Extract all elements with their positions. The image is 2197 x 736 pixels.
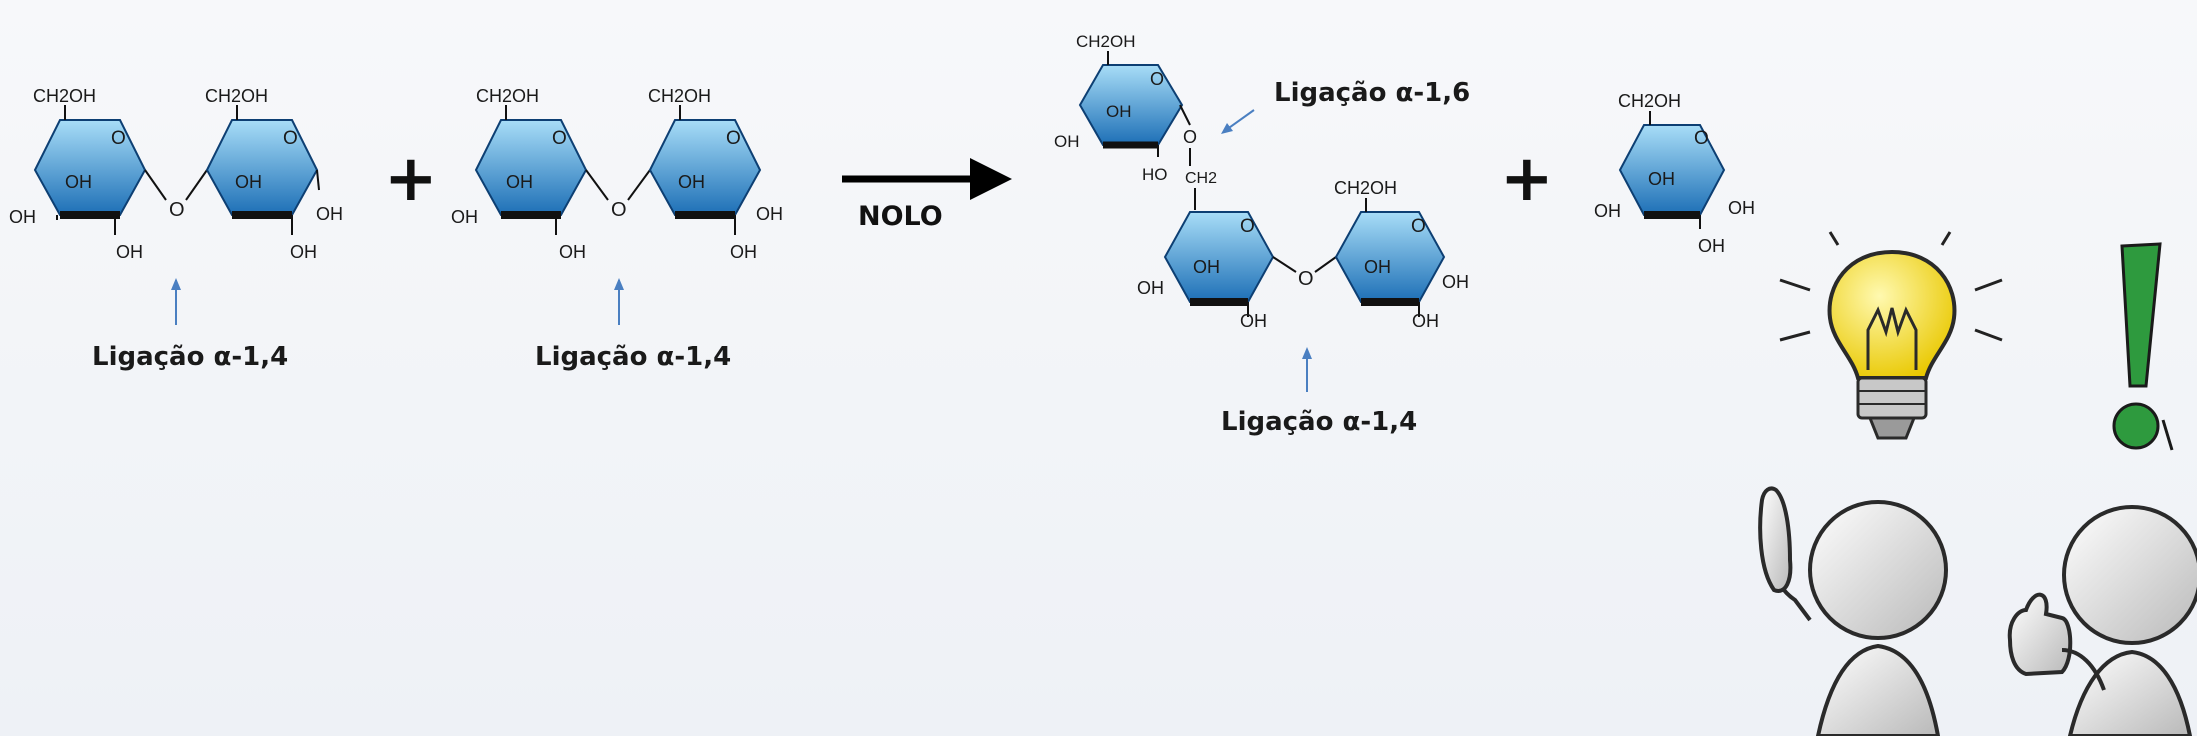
ch2oh-label: CH2OH — [205, 86, 268, 106]
oh-bottom-label: OH — [730, 242, 757, 262]
glycosidic-oxygen-label: O — [611, 199, 627, 221]
reaction-arrow: NOLO — [842, 158, 1012, 232]
ho-bottom-label: HO — [1142, 165, 1168, 184]
oh-right-label: OH — [316, 204, 343, 224]
ch2-label: CH2 — [1185, 170, 1217, 187]
reactant-disaccharide-left: CH2OH O OH OH OH O CH2OH O OH OH OH Liga… — [9, 86, 343, 372]
oh-inner-label: OH — [1648, 169, 1675, 189]
oh-bottom-label: OH — [1412, 311, 1439, 331]
lightbulb-icon — [1779, 231, 2003, 440]
glucose-ring: CH2OH O OH OH HO — [1054, 32, 1191, 184]
oh-bottom-label: OH — [1698, 236, 1725, 256]
oh-inner-label: OH — [506, 172, 533, 192]
bond-label-alpha-1-4: Ligação α-1,4 — [1221, 407, 1417, 437]
oh-left-label: OH — [1137, 278, 1164, 298]
ring-oxygen-label: O — [1694, 128, 1709, 149]
oh-bottom-label: OH — [290, 242, 317, 262]
glucose-ring: CH2OH O OH OH OH — [9, 86, 147, 262]
oh-inner-label: OH — [235, 172, 262, 192]
oh-inner-label: OH — [1106, 102, 1132, 121]
ch2oh-label: CH2OH — [1618, 91, 1681, 111]
oh-bottom-label: OH — [116, 242, 143, 262]
glycosidic-oxygen-label: O — [1298, 268, 1314, 290]
glycosidic-oxygen-label: O — [169, 199, 185, 221]
ch2oh-label: CH2OH — [476, 86, 539, 106]
ring-oxygen-label: O — [1240, 216, 1255, 237]
exclamation-icon — [2112, 242, 2174, 451]
oh-inner-label: OH — [65, 172, 92, 192]
bond-label-alpha-1-4: Ligação α-1,4 — [535, 342, 731, 372]
bond-label-alpha-1-4: Ligação α-1,4 — [92, 342, 288, 372]
oh-right-label: OH — [756, 204, 783, 224]
ring-oxygen-label: O — [726, 128, 741, 149]
ch2oh-label: CH2OH — [1334, 178, 1397, 198]
bond-pointer-arrow — [1225, 109, 1255, 131]
ring-oxygen-label: O — [111, 128, 126, 149]
ch2oh-label: CH2OH — [648, 86, 711, 106]
oh-inner-label: OH — [678, 172, 705, 192]
glucose-monomer: CH2OH O OH OH OH OH — [1594, 91, 1755, 256]
oh-bottom-label: OH — [559, 242, 586, 262]
oh-inner-label: OH — [1364, 257, 1391, 277]
glucose-ring: CH2OH O OH OH OH — [205, 86, 343, 262]
glucose-ring: O OH OH OH — [1137, 211, 1275, 331]
oh-left-label: OH — [1054, 132, 1080, 151]
oh-right-label: OH — [1728, 198, 1755, 218]
glucose-ring: CH2OH O OH OH OH — [648, 86, 783, 262]
bond-label-alpha-1-6: Ligação α-1,6 — [1274, 78, 1470, 108]
ring-oxygen-label: O — [1150, 69, 1164, 89]
glucose-ring: CH2OH O OH OH OH — [451, 86, 588, 262]
branched-product: CH2OH O OH OH HO O CH2 O OH OH OH O — [1054, 32, 1470, 437]
oh-left-label: OH — [451, 207, 478, 227]
ring-oxygen-label: O — [1411, 216, 1426, 237]
cartoon-figure-left — [1758, 486, 1948, 736]
alpha-1-6-oxygen-label: O — [1183, 127, 1197, 147]
oh-right-label: OH — [1442, 272, 1469, 292]
enzyme-label: NOLO — [858, 201, 943, 232]
cartoon-figure-right — [2007, 505, 2197, 736]
ring-oxygen-label: O — [283, 128, 298, 149]
oh-inner-label: OH — [1193, 257, 1220, 277]
oh-bottom-label: OH — [1240, 311, 1267, 331]
ch2oh-label: CH2OH — [33, 86, 96, 106]
reactant-disaccharide-right: CH2OH O OH OH OH O CH2OH O OH OH OH Liga… — [451, 86, 783, 372]
ring-oxygen-label: O — [552, 128, 567, 149]
plus-sign: + — [384, 142, 438, 216]
glucose-ring: CH2OH O OH OH OH — [1334, 178, 1469, 331]
oh-left-label: OH — [9, 207, 36, 227]
ch2oh-label: CH2OH — [1076, 32, 1136, 51]
plus-sign: + — [1500, 142, 1554, 216]
oh-left-label: OH — [1594, 201, 1621, 221]
